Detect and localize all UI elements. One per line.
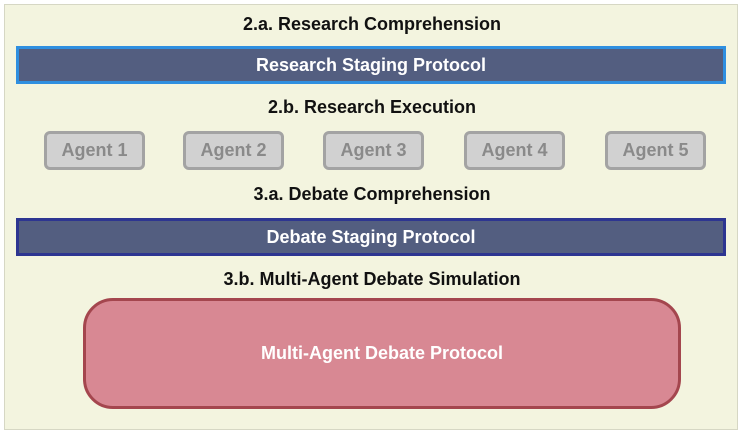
agent-row: Agent 1 Agent 2 Agent 3 Agent 4 Agent 5 [0, 131, 744, 171]
agent-2-box: Agent 2 [183, 131, 284, 170]
heading-debate-comprehension: 3.a. Debate Comprehension [253, 184, 491, 204]
debate-staging-protocol-bar: Debate Staging Protocol [16, 218, 726, 256]
heading-research-comprehension: 2.a. Research Comprehension [242, 14, 502, 34]
research-staging-protocol-label: Research Staging Protocol [255, 54, 487, 75]
agent-4-box: Agent 4 [464, 131, 565, 170]
heading-research-execution: 2.b. Research Execution [267, 97, 477, 117]
agent-1-label: Agent 1 [61, 140, 128, 160]
agent-5-label: Agent 5 [622, 140, 689, 160]
agent-2-label: Agent 2 [200, 140, 267, 160]
agent-4-label: Agent 4 [481, 140, 548, 160]
agent-5-box: Agent 5 [605, 131, 706, 170]
agent-3-box: Agent 3 [323, 131, 424, 170]
heading-debate-simulation: 3.b. Multi-Agent Debate Simulation [223, 269, 521, 289]
agent-3-label: Agent 3 [340, 140, 407, 160]
research-staging-protocol-bar: Research Staging Protocol [16, 46, 726, 84]
debate-staging-protocol-label: Debate Staging Protocol [266, 226, 476, 247]
multi-agent-debate-protocol-label: Multi-Agent Debate Protocol [261, 343, 503, 363]
agent-1-box: Agent 1 [44, 131, 145, 170]
multi-agent-debate-protocol-box: Multi-Agent Debate Protocol [83, 298, 681, 409]
